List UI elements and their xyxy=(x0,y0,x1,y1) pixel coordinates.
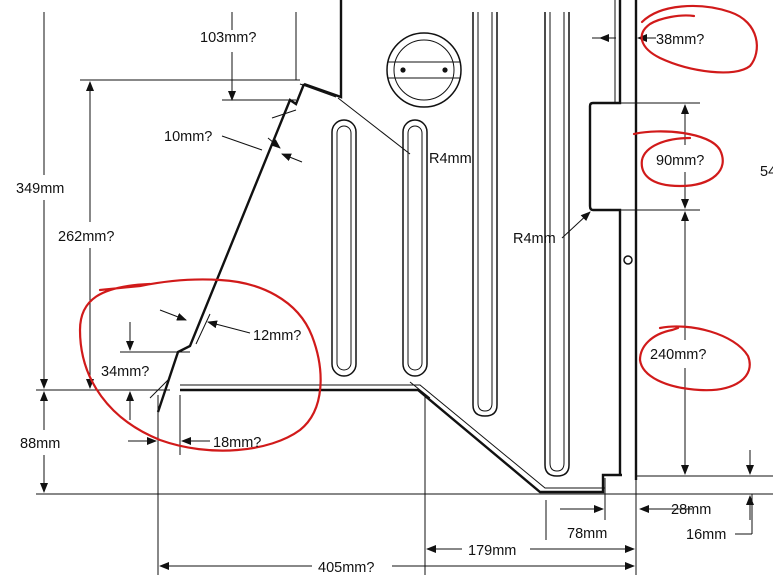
dim-16: 16mm xyxy=(686,527,726,543)
dim-179: 179mm xyxy=(468,543,516,559)
slot-4 xyxy=(544,12,570,477)
dim-10: 10mm? xyxy=(164,129,212,145)
red-circle-left xyxy=(78,278,322,452)
red-circle-90 xyxy=(632,130,724,188)
dim-88: 88mm xyxy=(20,436,60,452)
right-plate xyxy=(588,0,622,475)
dim-349: 349mm xyxy=(16,181,64,197)
dim-262: 262mm? xyxy=(58,229,114,245)
dim-18: 18mm? xyxy=(213,435,261,451)
red-annotations xyxy=(78,4,758,452)
dim-34: 34mm? xyxy=(101,364,149,380)
dim-r4-top: R4mm xyxy=(429,151,472,167)
dim-54: 54 xyxy=(760,164,773,180)
slot-1 xyxy=(331,119,357,377)
dim-78: 78mm xyxy=(567,526,607,542)
dim-12: 12mm? xyxy=(253,328,301,344)
slots xyxy=(331,12,570,477)
dim-38: 38mm? xyxy=(656,32,704,48)
slanted-edge xyxy=(156,83,306,413)
dimension-labels: 103mm? 10mm? 349mm 262mm? 12mm? 34mm? 88… xyxy=(16,30,773,576)
dim-28: 28mm xyxy=(671,502,711,518)
circular-boss xyxy=(386,32,462,108)
dim-r4-right: R4mm xyxy=(513,231,556,247)
dimension-lines xyxy=(36,12,773,575)
slot-2 xyxy=(402,119,428,377)
hole-marker xyxy=(623,255,633,265)
dim-405: 405mm? xyxy=(318,560,374,576)
slot-3 xyxy=(472,12,498,417)
dim-240: 240mm? xyxy=(650,347,706,363)
dim-90: 90mm? xyxy=(656,153,704,169)
top-edge xyxy=(303,0,343,99)
part-outline xyxy=(156,0,638,494)
bottom-edge xyxy=(180,388,622,494)
red-circle-240 xyxy=(638,325,751,392)
red-circle-38 xyxy=(640,4,758,74)
dim-103: 103mm? xyxy=(200,30,256,46)
